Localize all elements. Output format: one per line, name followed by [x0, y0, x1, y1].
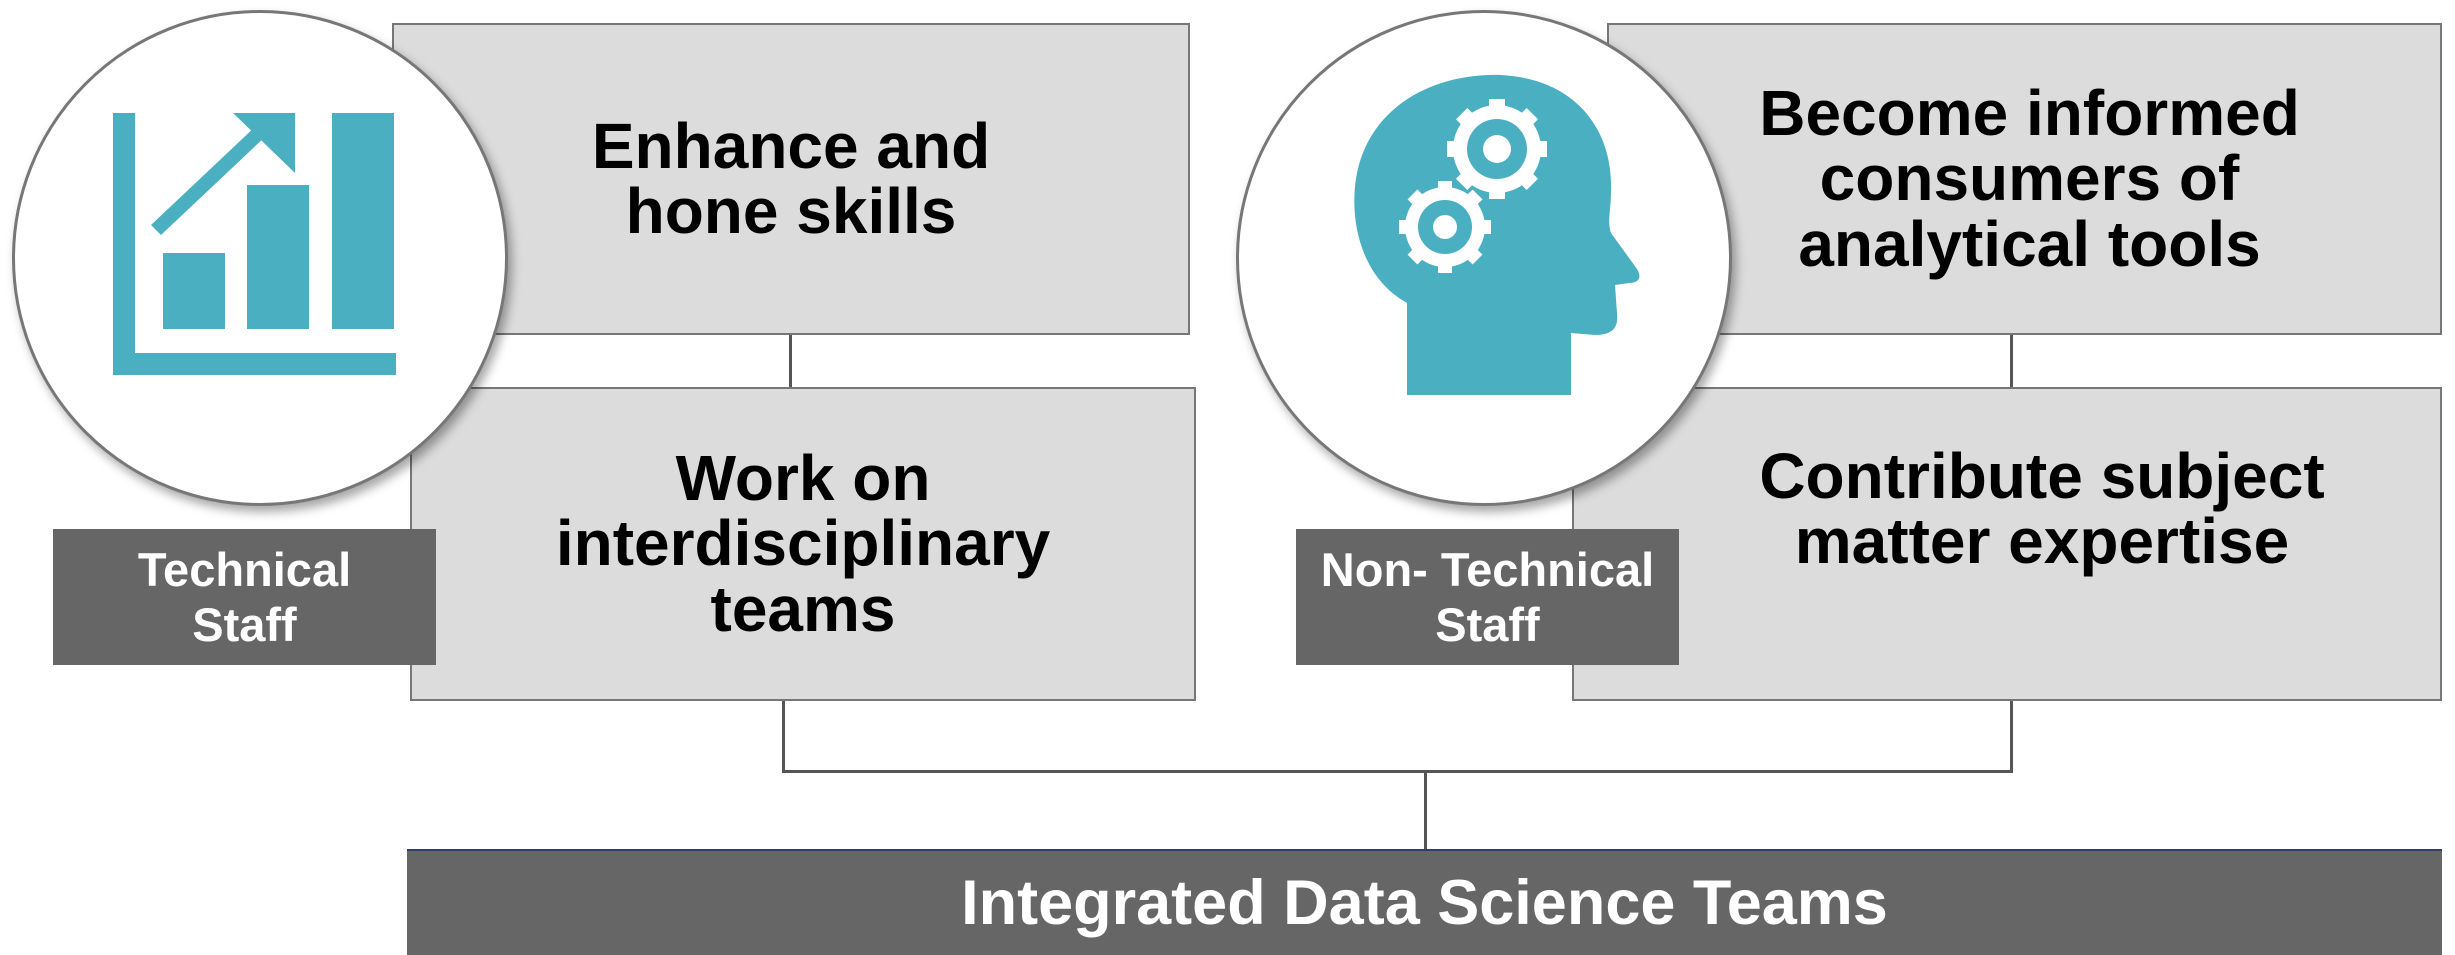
connector-left-vertical	[789, 334, 792, 390]
head-gears-icon	[1354, 74, 1640, 396]
connector-left-down	[782, 700, 785, 772]
box-interdisciplinary-teams-text: Work on interdisciplinary teams	[555, 442, 1051, 645]
integrated-teams-banner: Integrated Data Science Teams	[407, 849, 2442, 955]
technical-staff-circle	[12, 10, 508, 506]
box-subject-expertise: Contribute subject matter expertise	[1572, 387, 2442, 701]
box-enhance-skills: Enhance and hone skills	[392, 23, 1190, 335]
connector-center-down	[1424, 770, 1427, 850]
non-technical-staff-circle	[1236, 10, 1732, 506]
bar-chart-growth-icon	[113, 113, 396, 375]
box-enhance-skills-text: Enhance and hone skills	[591, 109, 991, 247]
integrated-teams-banner-text: Integrated Data Science Teams	[961, 868, 1888, 938]
connector-right-vertical	[2010, 334, 2013, 390]
box-informed-consumers: Become informed consumers of analytical …	[1607, 23, 2442, 335]
box-interdisciplinary-teams: Work on interdisciplinary teams	[410, 387, 1196, 701]
box-informed-consumers-text: Become informed consumers of analytical …	[1759, 77, 2300, 280]
technical-staff-label: Technical Staff	[53, 529, 436, 665]
connector-right-down	[2010, 700, 2013, 772]
non-technical-staff-label: Non- Technical Staff	[1296, 529, 1679, 665]
connector-horizontal	[782, 770, 2013, 773]
box-subject-expertise-text: Contribute subject matter expertise	[1759, 439, 2325, 577]
